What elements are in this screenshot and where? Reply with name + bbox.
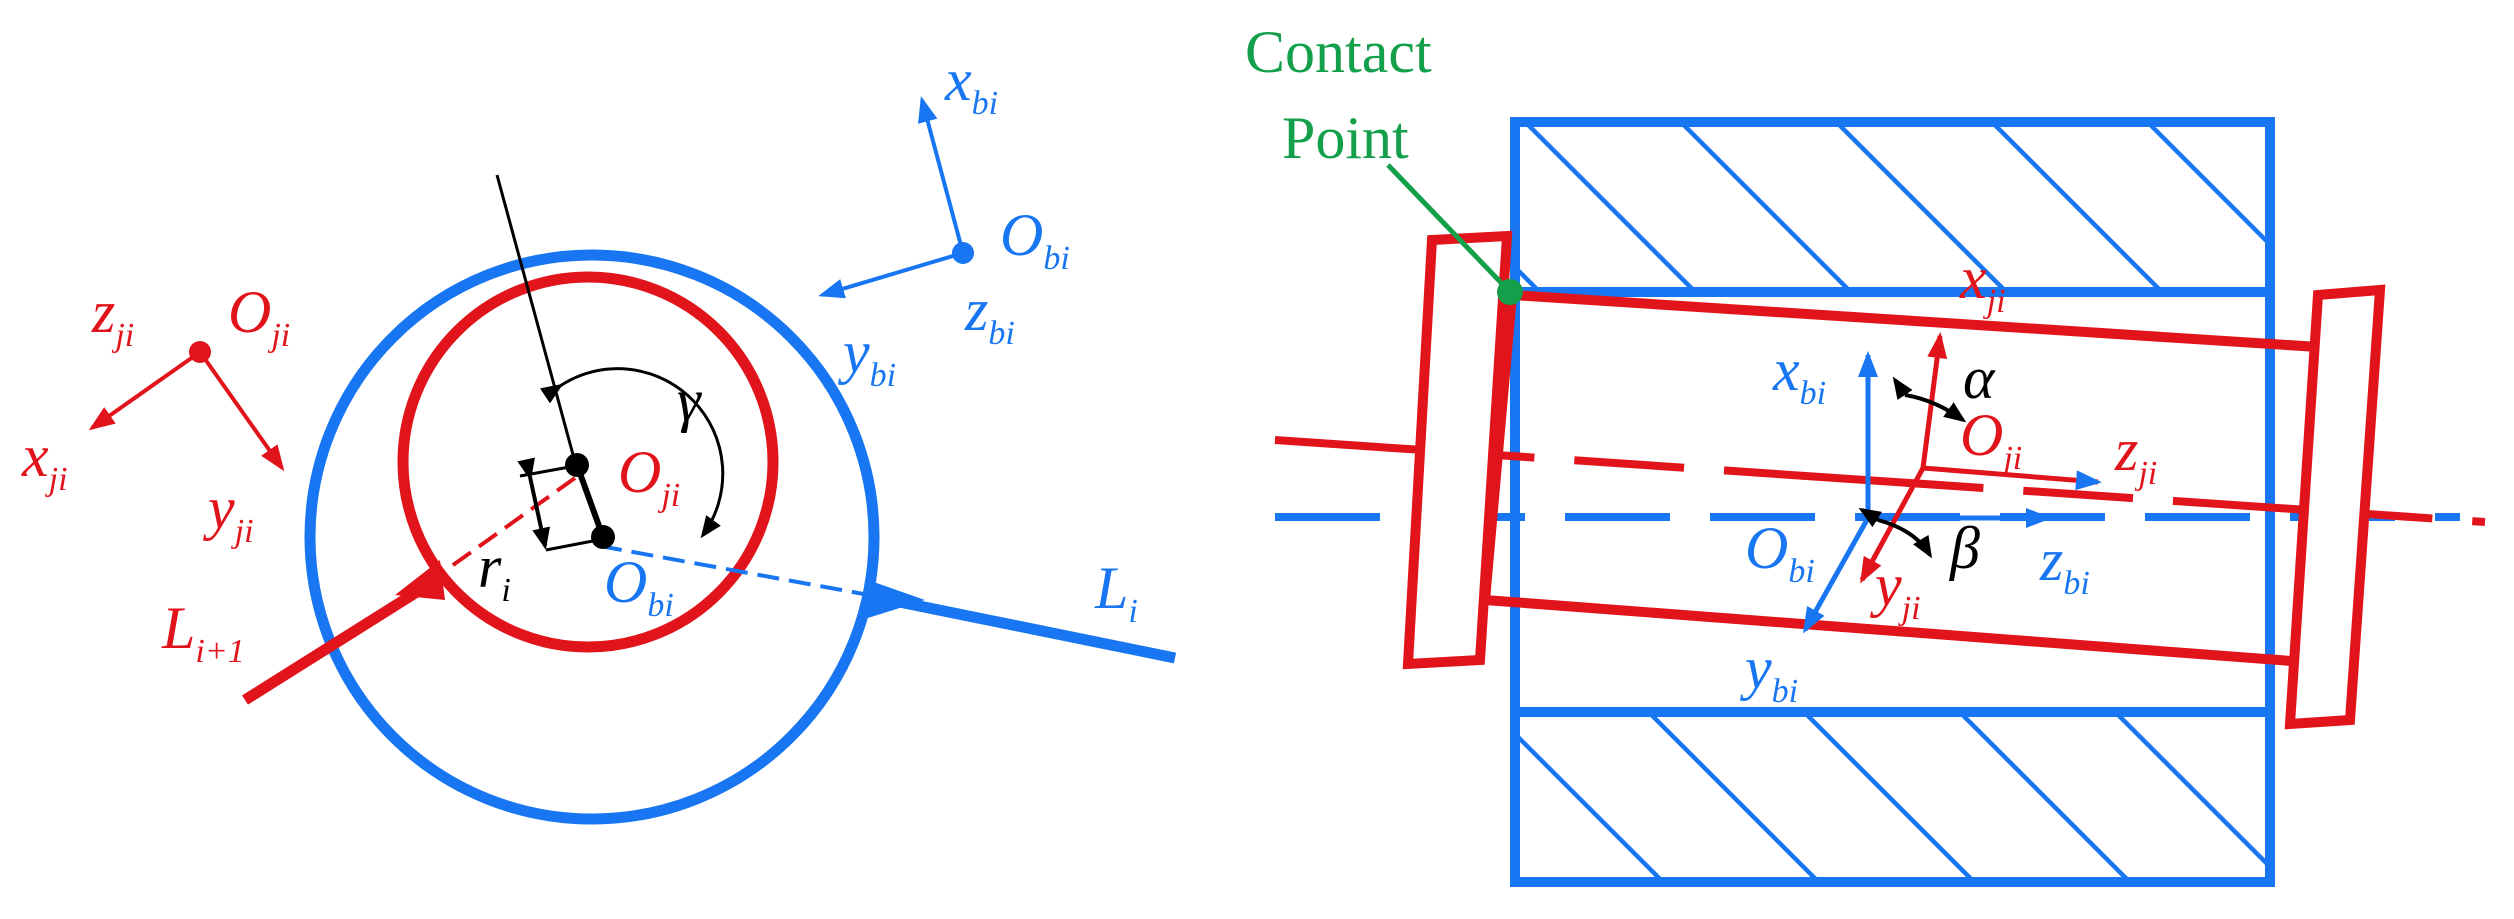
bearing-housing-bottom xyxy=(1510,707,2275,887)
link-i1-bar xyxy=(242,585,423,705)
alpha-marker xyxy=(1892,376,1967,423)
o-ji-label: Oji xyxy=(1960,402,2022,477)
contact-point-label-line2: Point xyxy=(1282,105,1409,171)
link-i-label: Li xyxy=(1094,555,1138,630)
ji-z-axis xyxy=(1922,465,2102,491)
contact-reference-line xyxy=(495,174,577,463)
z-bi-label: zbi xyxy=(2039,527,2090,602)
frame-ji-axes xyxy=(88,341,285,472)
link-i-centerline xyxy=(599,544,881,599)
frame-bi-origin-label: Obi xyxy=(1000,202,1070,277)
x-bi-label: xbi xyxy=(1772,337,1826,412)
journal-flange-right xyxy=(2284,284,2386,730)
link-i1-joint-wedge xyxy=(395,560,445,600)
outer-center-label: Obi xyxy=(604,549,674,624)
frame-ji-z-label: zji xyxy=(91,279,134,354)
frame-ji-origin-label: Oji xyxy=(228,279,290,354)
contact-point-leader xyxy=(1386,163,1512,294)
gamma-arc xyxy=(540,367,725,539)
inner-journal-circle xyxy=(397,271,779,653)
frame-bi-z-label: zbi xyxy=(964,277,1015,352)
link-i1-label: Li+1 xyxy=(161,595,245,670)
link-i-joint-wedge xyxy=(868,580,925,618)
frame-ji-x-label: xji xyxy=(21,423,68,498)
right-view: Contact Point α β xji xbi Oji zj xyxy=(1245,19,2486,887)
link-i-bar xyxy=(878,592,1177,664)
radius-label: ri xyxy=(478,534,511,609)
frame-bi-origin-dot xyxy=(952,242,974,264)
frame-bi-axes xyxy=(818,96,974,299)
y-bi-label: ybi xyxy=(1739,635,1798,710)
z-ji-label: zji xyxy=(2114,417,2157,492)
o-bi-label: Obi xyxy=(1745,515,1815,590)
contact-point-label-line1: Contact xyxy=(1245,19,1432,85)
alpha-label: α xyxy=(1963,345,1996,411)
y-ji-label: yji xyxy=(1869,552,1921,627)
frame-bi-y-label: ybi xyxy=(837,319,896,394)
outer-center-dot xyxy=(591,525,615,549)
beta-label: β xyxy=(1949,515,1980,581)
left-view: zji Oji xji yji xbi Obi zbi ybi xyxy=(21,47,1177,825)
x-ji-label: xji xyxy=(1959,245,2006,320)
beta-marker xyxy=(1858,507,1933,559)
journal-flange-left xyxy=(1402,230,1513,670)
bi-frame-axes xyxy=(1802,351,2052,634)
frame-ji-y-label: yji xyxy=(202,475,254,550)
outer-bearing-circle xyxy=(304,249,880,825)
contact-point-dot xyxy=(1497,279,1523,305)
frame-ji-origin-dot xyxy=(189,341,211,363)
inner-center-label: Oji xyxy=(618,439,680,514)
inner-center-dot xyxy=(565,453,589,477)
bearing-housing-top xyxy=(1510,117,2275,297)
gamma-label: γ xyxy=(677,367,702,433)
frame-bi-x-label: xbi xyxy=(944,47,998,122)
